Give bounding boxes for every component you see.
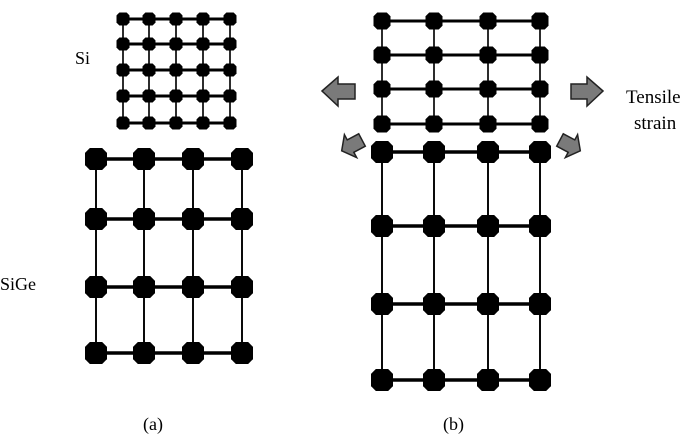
sige-atom xyxy=(529,215,551,237)
sige-atom xyxy=(133,148,155,170)
si-atom xyxy=(169,12,183,26)
si-atom xyxy=(479,46,497,64)
sige-atom xyxy=(423,369,445,391)
si-atom xyxy=(223,63,237,77)
sige-atom xyxy=(371,293,393,315)
si-atom xyxy=(116,116,130,130)
si-atom xyxy=(223,89,237,103)
si-atom xyxy=(116,12,130,26)
si-atom xyxy=(479,115,497,133)
sige-atom xyxy=(477,215,499,237)
sige-atom xyxy=(133,208,155,230)
sige-atom xyxy=(133,342,155,364)
down-left-arrow-icon xyxy=(340,132,367,160)
si-atom xyxy=(223,116,237,130)
si-label: Si xyxy=(75,48,90,68)
sige-atom xyxy=(85,208,107,230)
sige-atom xyxy=(231,208,253,230)
right-arrow-icon xyxy=(570,75,605,108)
si-atom xyxy=(142,89,156,103)
tensile-label: Tensile xyxy=(626,87,681,108)
si-atom xyxy=(142,12,156,26)
sige-atom xyxy=(477,369,499,391)
panel-a-caption: (a) xyxy=(143,414,163,435)
si-atom xyxy=(223,37,237,51)
si-atom xyxy=(169,89,183,103)
si-atom xyxy=(142,37,156,51)
sige-atom xyxy=(371,215,393,237)
si-atom xyxy=(196,63,210,77)
si-atom xyxy=(116,63,130,77)
sige-lattice-a xyxy=(85,148,253,364)
si-atom xyxy=(531,80,549,98)
sige-atom xyxy=(231,342,253,364)
si-atom xyxy=(479,12,497,30)
sige-atom xyxy=(231,148,253,170)
sige-atom xyxy=(85,148,107,170)
si-atom xyxy=(169,37,183,51)
si-atom xyxy=(425,46,443,64)
strain-label: strain xyxy=(634,113,677,134)
si-atom xyxy=(169,63,183,77)
si-atom xyxy=(531,115,549,133)
si-atom xyxy=(142,116,156,130)
sige-atom xyxy=(529,369,551,391)
si-atom xyxy=(116,89,130,103)
si-atom xyxy=(373,12,391,30)
si-atom xyxy=(223,12,237,26)
sige-atom xyxy=(182,276,204,298)
si-atom xyxy=(425,115,443,133)
sige-label: SiGe xyxy=(0,274,36,294)
sige-atom xyxy=(133,276,155,298)
si-atom xyxy=(116,37,130,51)
sige-atom xyxy=(371,369,393,391)
panel-b-caption: (b) xyxy=(443,414,464,435)
sige-atom xyxy=(371,141,393,163)
si-atom xyxy=(425,12,443,30)
sige-atom xyxy=(85,276,107,298)
sige-atom xyxy=(182,342,204,364)
si-atom xyxy=(373,46,391,64)
si-atom xyxy=(196,12,210,26)
strain-arrows xyxy=(320,75,605,160)
si-atom xyxy=(373,80,391,98)
si-atom xyxy=(142,63,156,77)
sige-atom xyxy=(423,141,445,163)
sige-lattice-b xyxy=(371,141,551,391)
si-atom xyxy=(425,80,443,98)
si-atom xyxy=(196,89,210,103)
sige-atom xyxy=(423,293,445,315)
sige-atom xyxy=(182,208,204,230)
si-atom xyxy=(196,116,210,130)
left-arrow-icon xyxy=(320,75,356,108)
si-atom xyxy=(169,116,183,130)
si-atom xyxy=(196,37,210,51)
down-right-arrow-icon xyxy=(555,132,582,160)
sige-atom xyxy=(182,148,204,170)
sige-atom xyxy=(423,215,445,237)
sige-atom xyxy=(529,141,551,163)
sige-atom xyxy=(85,342,107,364)
si-lattice-unstrained xyxy=(116,12,237,130)
sige-atom xyxy=(477,293,499,315)
si-lattice-strained xyxy=(373,12,549,133)
sige-atom xyxy=(529,293,551,315)
si-atom xyxy=(373,115,391,133)
sige-atom xyxy=(231,276,253,298)
si-atom xyxy=(531,46,549,64)
si-atom xyxy=(479,80,497,98)
sige-atom xyxy=(477,141,499,163)
si-atom xyxy=(531,12,549,30)
